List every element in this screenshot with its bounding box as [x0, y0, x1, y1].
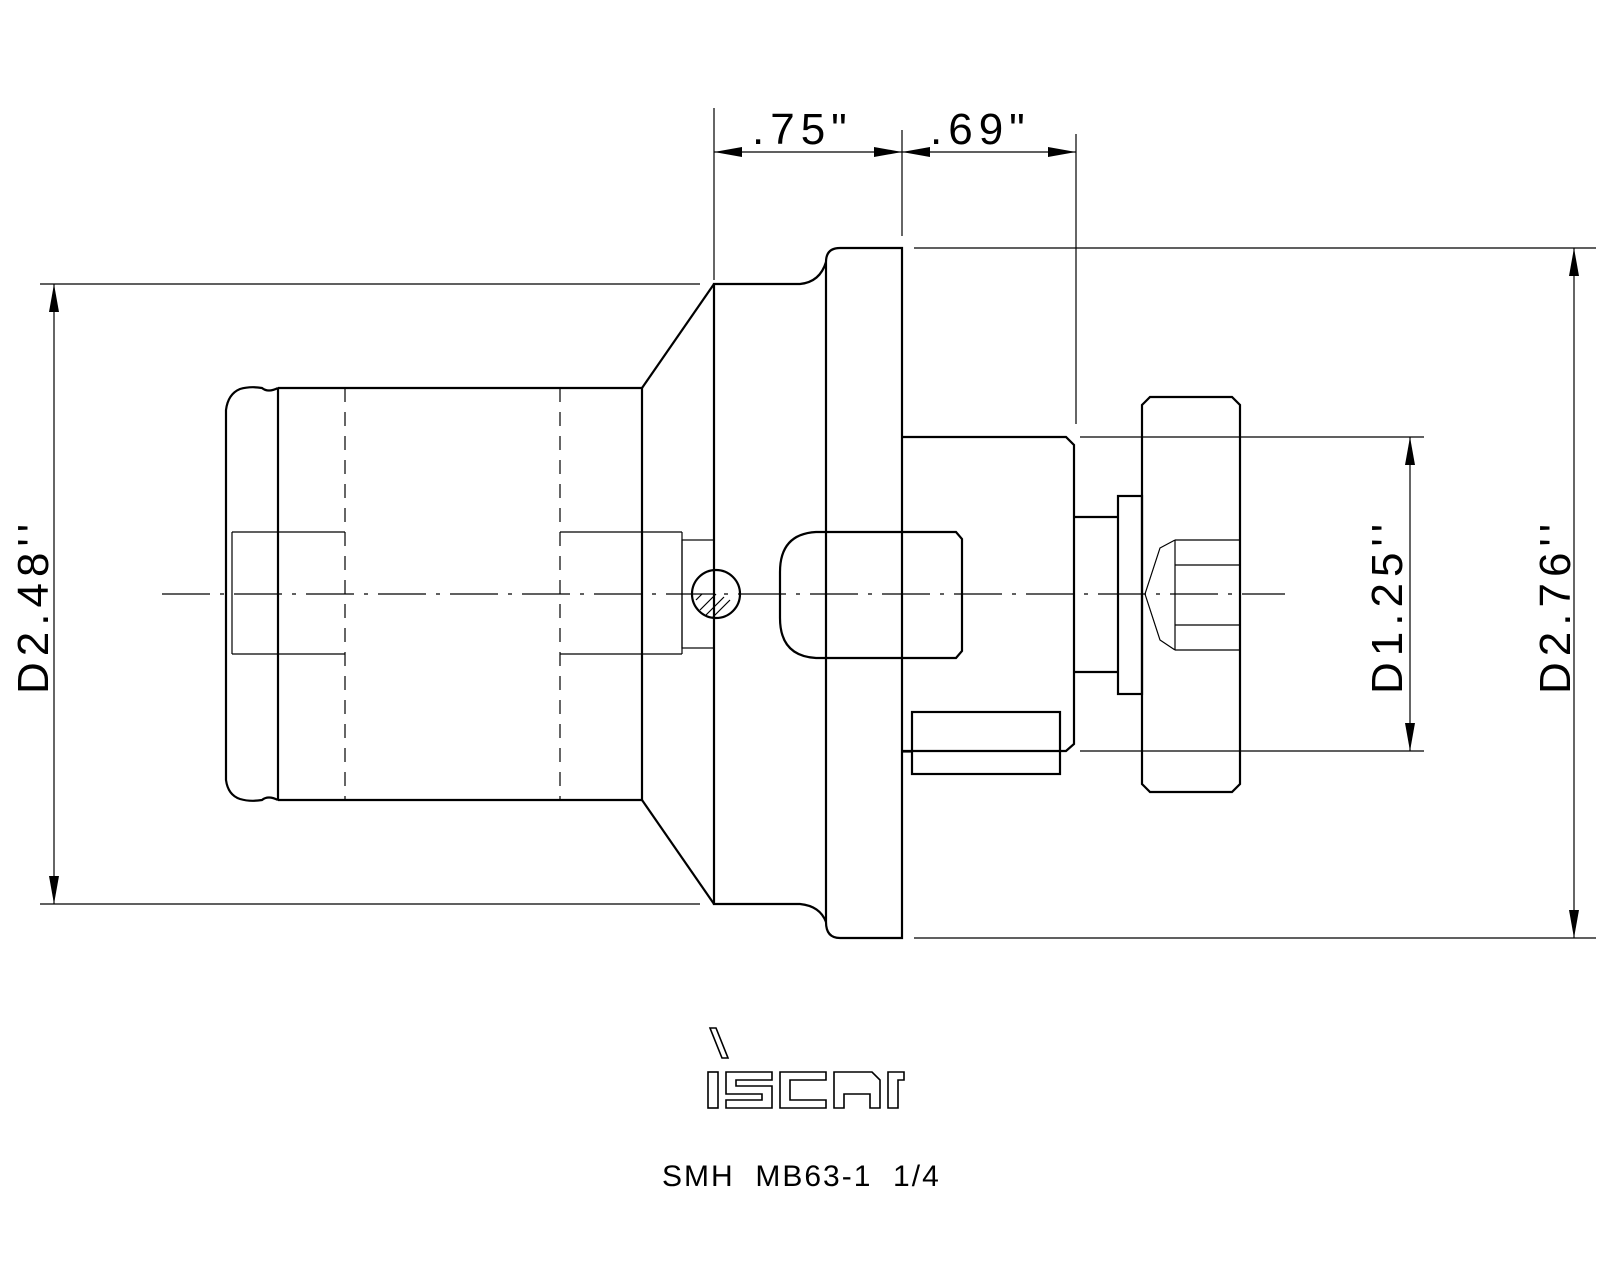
- drive-key: [778, 530, 964, 660]
- dim-flange-diameter: D2.76'': [914, 247, 1596, 939]
- nut-outline: [1140, 395, 1242, 794]
- taper-upper: [641, 283, 715, 389]
- collar: [1116, 494, 1144, 696]
- hub-outline: [712, 261, 828, 923]
- tool-body: [224, 246, 1242, 940]
- dim-pilot-diameter-label: D1.25'': [1363, 518, 1412, 694]
- locating-pin: [910, 710, 1062, 776]
- part-number: SMH MB63-1 1/4: [662, 1160, 941, 1193]
- dim-body-diameter: D2.48'': [9, 283, 700, 905]
- dim-body-diameter-label: D2.48'': [9, 518, 58, 694]
- sleeve-left-cap: [224, 386, 279, 802]
- dim-hub-width: .69": [902, 105, 1077, 424]
- dim-pilot-diameter: D1.25'': [1080, 436, 1424, 752]
- iscar-logo: iscar: [707, 1027, 905, 1109]
- flange-outline: [824, 246, 904, 940]
- dim-flange-width-label: .75": [752, 105, 853, 154]
- taper-lower: [641, 799, 715, 905]
- dim-flange-width: .75": [713, 105, 903, 280]
- neck-outline: [1074, 515, 1118, 674]
- dim-hub-width-label: .69": [930, 105, 1031, 154]
- dim-flange-diameter-label: D2.76'': [1531, 518, 1580, 694]
